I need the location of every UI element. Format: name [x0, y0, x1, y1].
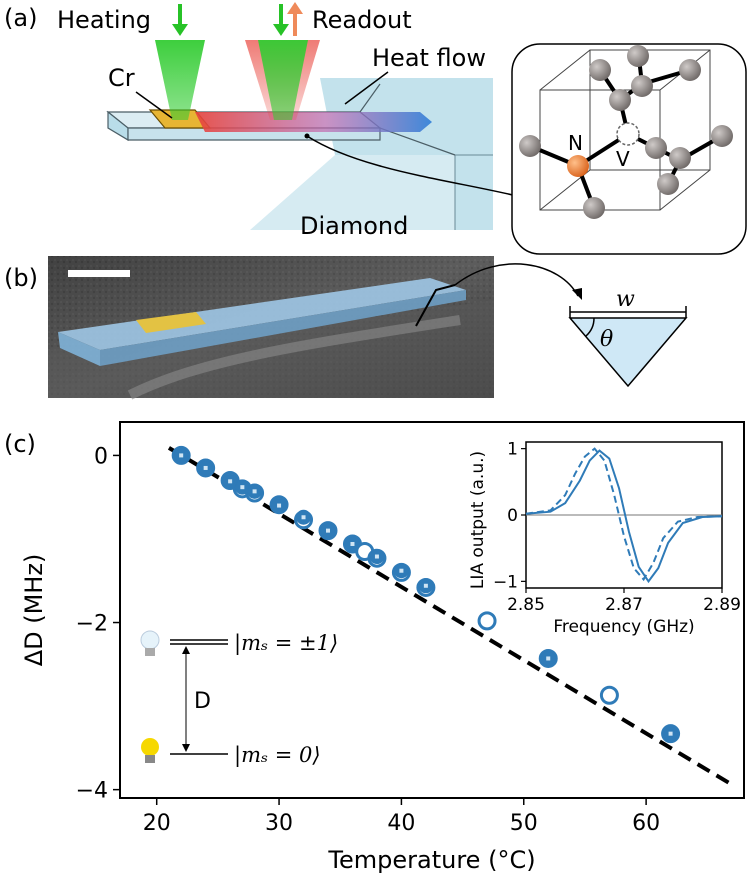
- data-point-marker: [277, 503, 282, 508]
- cross-section-triangle: [568, 317, 688, 388]
- heat-flow-label: Heat flow: [372, 44, 486, 72]
- inset-dashed-spectrum: [525, 447, 723, 582]
- data-point-marker: [228, 479, 233, 484]
- x-tick-label: 50: [510, 811, 538, 836]
- x-tick-label: 20: [143, 811, 171, 836]
- data-point-marker: [374, 554, 379, 559]
- inset-y-label: LIA output (a.u.): [468, 451, 488, 589]
- data-point-marker: [546, 656, 551, 661]
- inset-x-tick-label: 2.87: [605, 595, 643, 615]
- data-point-marker: [240, 485, 245, 490]
- readout-red-arrow-icon: [287, 2, 303, 14]
- data-point-marker: [399, 568, 404, 573]
- inset-spectra: [525, 447, 723, 584]
- cross-section-arrow: [454, 263, 579, 297]
- panel-c: (c) 20 30 40 50 60 0 −2 −4 ΔD (MHz) Temperature…: [4, 421, 745, 874]
- panel-c-label: (c): [4, 430, 36, 458]
- data-points: [171, 445, 681, 744]
- inset-solid-spectrum: [525, 449, 723, 584]
- panel-a-label: (a): [4, 4, 37, 32]
- y-axis-label: ΔD (MHz): [20, 554, 48, 667]
- cr-label: Cr: [108, 64, 135, 92]
- vacancy-label: V: [616, 147, 630, 171]
- width-label: w: [616, 287, 635, 312]
- data-point-marker: [203, 465, 208, 470]
- open-data-point: [599, 685, 619, 705]
- x-axis-label: Temperature (°C): [327, 846, 535, 874]
- cr-pointer: [135, 91, 173, 119]
- cross-section-arrow-head-icon: [572, 288, 582, 300]
- energy-level-diagram: D |mₛ = ±1⟩ |mₛ = 0⟩: [140, 630, 338, 768]
- sem-cr-pad: [136, 312, 206, 333]
- upper-level-label: |mₛ = ±1⟩: [234, 631, 338, 656]
- heating-laser-cone: [155, 40, 205, 120]
- inset-x-label: Frequency (GHz): [553, 617, 694, 637]
- nitrogen-atom: [567, 155, 589, 177]
- y-tick-label: 0: [94, 444, 108, 469]
- data-point-marker: [179, 453, 184, 458]
- nv-lattice-inset: [511, 43, 747, 255]
- theta-label: θ: [600, 327, 613, 352]
- readout-green-cone: [258, 40, 308, 120]
- d-label: D: [194, 689, 211, 714]
- panel-b-label: (b): [4, 264, 38, 292]
- lower-level-label: |mₛ = 0⟩: [234, 743, 321, 768]
- readout-label: Readout: [312, 6, 412, 34]
- open-data-point: [477, 611, 497, 631]
- data-point-marker: [423, 583, 428, 588]
- carbon-atoms: [519, 45, 733, 219]
- panel-b: (b) w θ: [4, 256, 688, 400]
- lightbulb-on-icon: [141, 738, 159, 763]
- data-point-marker: [350, 541, 355, 546]
- data-point-marker: [301, 515, 306, 520]
- panel-a: (a) Heating Readout Heat flow Cr Diamond: [4, 2, 747, 255]
- data-point-marker: [668, 731, 673, 736]
- heating-label: Heating: [57, 6, 151, 34]
- data-point-marker: [252, 489, 257, 494]
- sem-pointer: [415, 284, 456, 327]
- readout-green-arrow-icon: [273, 24, 289, 36]
- lightbulb-off-icon: [140, 630, 160, 656]
- main-ticks: 20 30 40 50 60 0 −2 −4: [76, 444, 661, 836]
- x-tick-label: 60: [632, 811, 660, 836]
- x-tick-label: 40: [387, 811, 415, 836]
- diamond-substrate-front: [250, 155, 455, 230]
- inset-y-tick-label: 0: [507, 506, 518, 526]
- inset-x-tick-label: 2.85: [507, 595, 545, 615]
- heating-arrow-icon: [172, 24, 188, 36]
- vacancy-site: [616, 122, 640, 146]
- heat-flow-gradient: [195, 112, 432, 132]
- y-tick-label: −4: [76, 779, 108, 804]
- theta-arc: [585, 317, 595, 337]
- zoom-connector: [306, 135, 518, 197]
- inset-x-tick-label: 2.89: [703, 595, 741, 615]
- inset-y-tick-label: −1: [493, 572, 518, 592]
- x-tick-label: 30: [265, 811, 293, 836]
- sem-beam: [58, 278, 466, 350]
- inset-y-tick-label: 1: [507, 440, 518, 460]
- heat-flow-pointer: [344, 71, 389, 105]
- data-point-marker: [326, 528, 330, 533]
- diamond-label: Diamond: [300, 212, 408, 240]
- inset-ticks: 2.85 2.87 2.89 1 0 −1: [493, 440, 741, 615]
- y-tick-label: −2: [76, 612, 108, 637]
- main-plot-frame: [119, 421, 745, 799]
- nitrogen-label: N: [568, 131, 583, 155]
- scale-bar: [68, 270, 130, 277]
